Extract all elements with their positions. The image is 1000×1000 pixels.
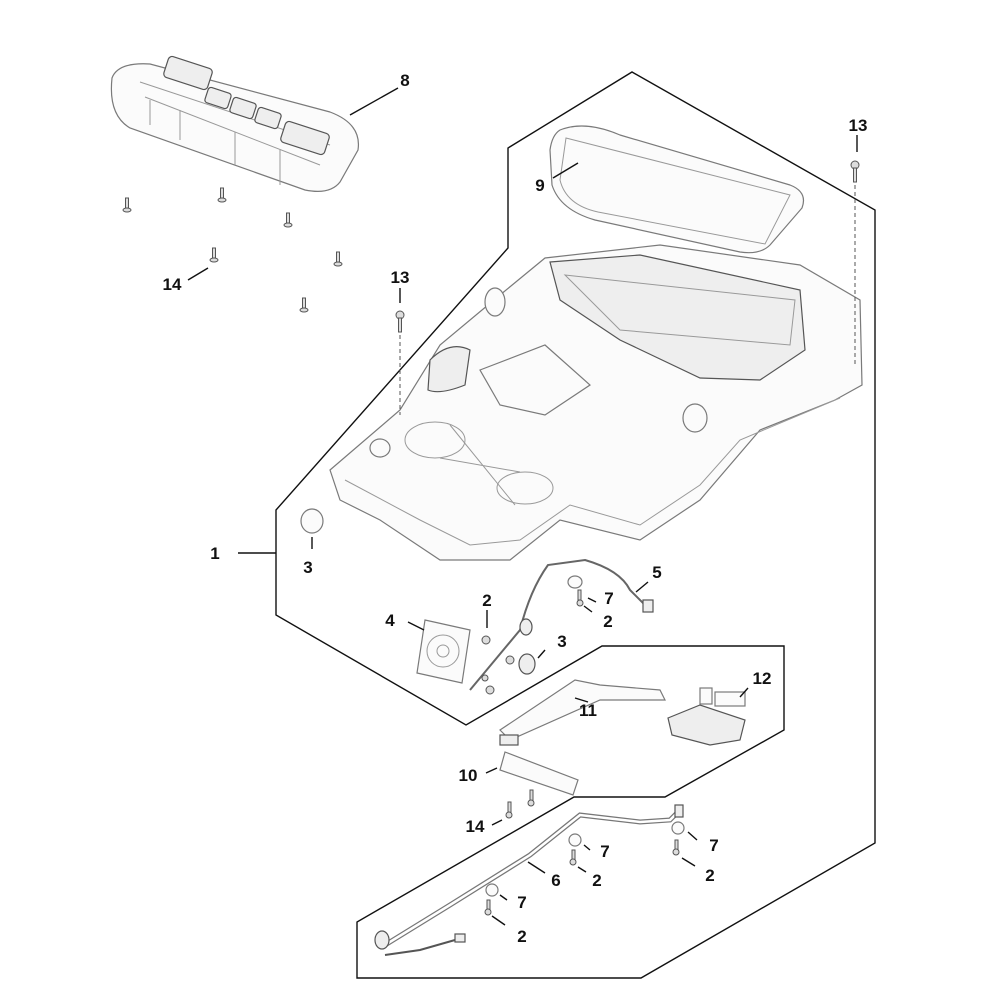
callout-3: 3	[303, 558, 312, 577]
ribbon-connector	[499, 734, 519, 746]
home-button	[204, 86, 232, 110]
leader-line-9	[552, 162, 579, 179]
clips-and-screws	[484, 821, 685, 916]
callout-7: 7	[600, 842, 609, 861]
callout-12: 12	[753, 669, 772, 688]
callout-2: 2	[705, 866, 714, 885]
ribbon-assembly-12	[667, 687, 746, 746]
callout-7: 7	[517, 893, 526, 912]
keypad-panel	[110, 55, 360, 192]
callout-11: 11	[579, 701, 597, 720]
callout-3: 3	[557, 632, 566, 651]
callout-2: 2	[517, 927, 526, 946]
power-button	[163, 55, 213, 91]
screw-13-right	[850, 160, 860, 365]
callout-7: 7	[709, 836, 718, 855]
leader-line-10	[485, 767, 498, 774]
cable-connector	[642, 599, 654, 613]
grommet	[519, 618, 533, 636]
assembly-boundary	[275, 71, 876, 979]
circuit-board	[499, 751, 579, 796]
settings-button	[254, 106, 282, 130]
callout-13: 13	[391, 268, 410, 287]
leader-line-12	[739, 687, 749, 698]
play-button	[229, 96, 257, 120]
callout-14: 14	[163, 275, 182, 294]
leader-line-5	[635, 581, 649, 593]
leader-line-3b	[537, 649, 546, 659]
callout-8: 8	[400, 71, 409, 90]
leader-line-11	[574, 697, 589, 703]
callout-6: 6	[551, 871, 560, 890]
callout-4: 4	[385, 611, 395, 630]
callout-2: 2	[482, 591, 491, 610]
ribbon-cable	[499, 679, 666, 741]
callout-13: 13	[849, 116, 868, 135]
leader-line-14a	[187, 267, 209, 281]
callout-10: 10	[459, 766, 478, 785]
callout-2: 2	[603, 612, 612, 631]
leader-lines-2-7	[491, 597, 698, 926]
leader-line-8	[349, 87, 399, 116]
leader-line-6	[527, 861, 546, 874]
callout-7: 7	[604, 589, 613, 608]
speaker	[416, 619, 471, 684]
leader-line-14b	[491, 819, 503, 826]
long-cable	[383, 808, 682, 948]
callout-1: 1	[210, 544, 219, 563]
display-gasket	[549, 125, 805, 254]
grommet-3	[518, 653, 536, 675]
callout-14: 14	[466, 817, 485, 836]
sensor-cable	[469, 558, 646, 691]
callout-2: 2	[592, 871, 601, 890]
leader-line-4	[407, 621, 425, 631]
stop-button	[280, 120, 330, 156]
screw-13-left	[395, 310, 405, 415]
main-housing	[329, 244, 863, 561]
callout-5: 5	[652, 563, 661, 582]
screw-set-14	[122, 187, 343, 313]
plug-cap	[300, 508, 324, 534]
callout-9: 9	[535, 176, 544, 195]
